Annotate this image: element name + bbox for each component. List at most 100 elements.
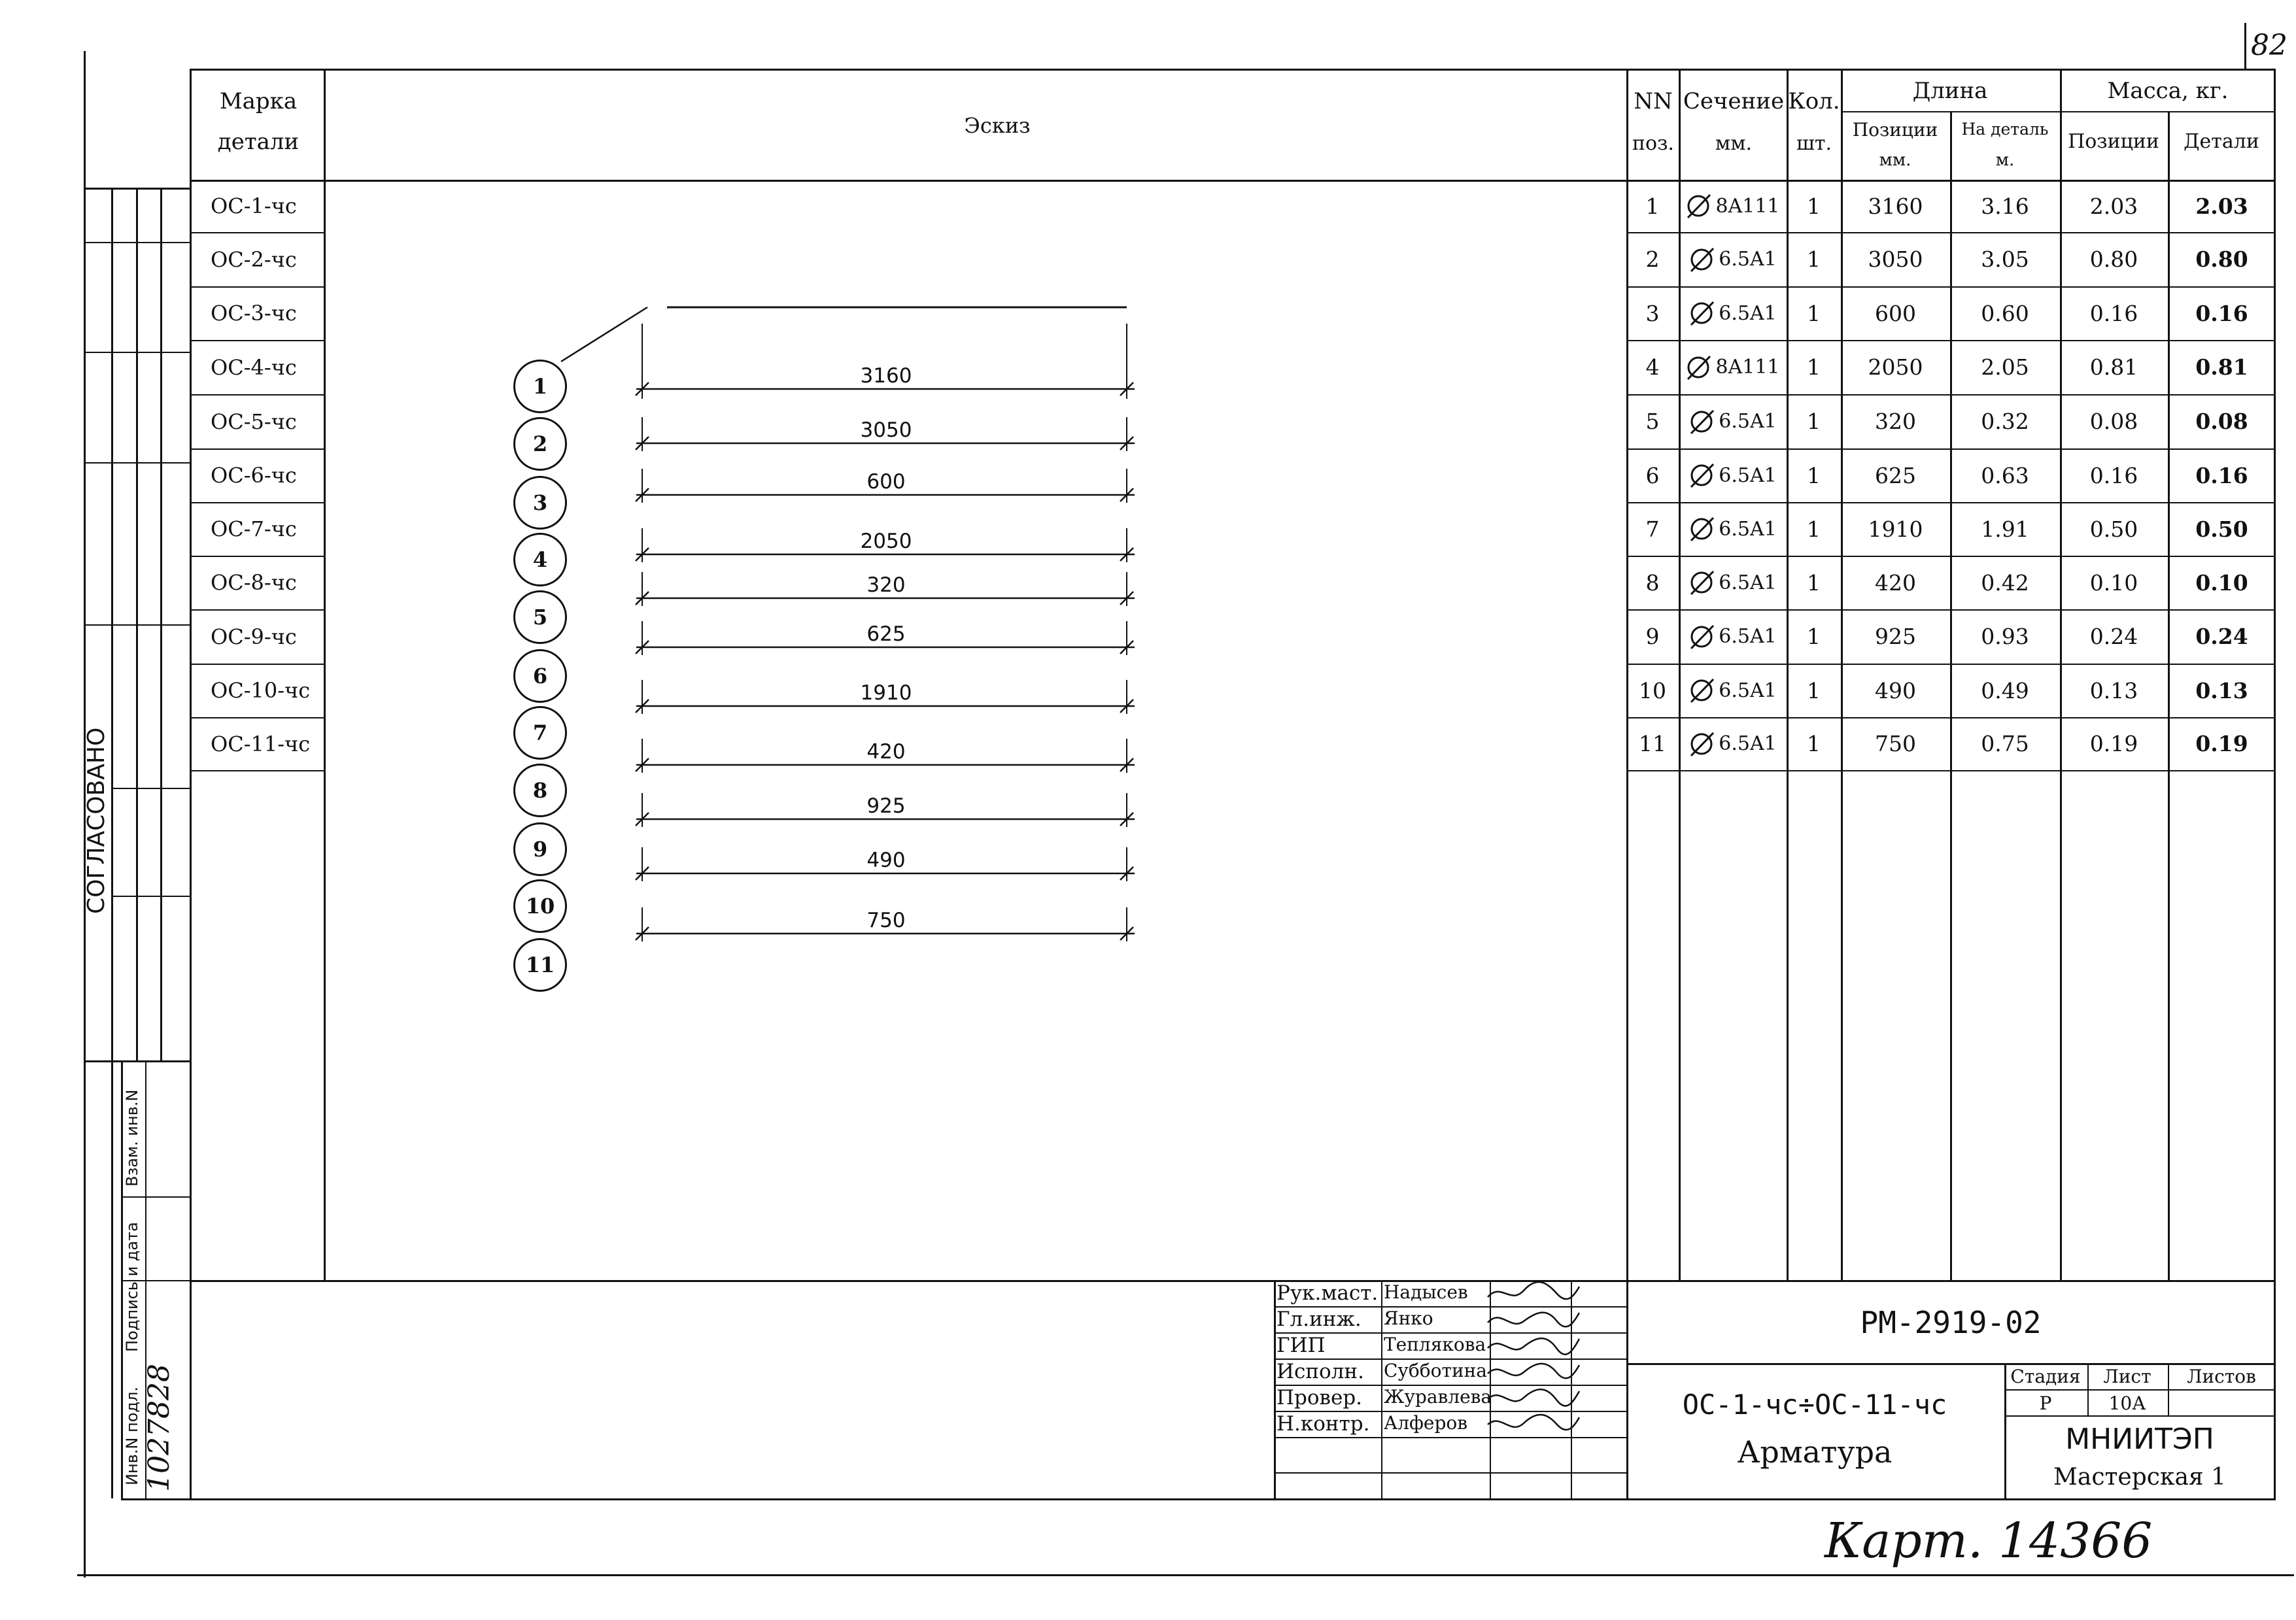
strip-col3 — [160, 188, 162, 1060]
table-cell-m-pos: 0.19 — [2089, 731, 2138, 756]
table-cell-len-m: 3.05 — [1981, 246, 2029, 272]
stamp-row-line — [1274, 1280, 1626, 1281]
table-cell-qty: 1 — [1807, 569, 1821, 596]
stamp-name: Алферов — [1384, 1412, 1468, 1434]
strip-col1 — [111, 188, 113, 1498]
table-cell-m-det: 0.16 — [2195, 300, 2248, 326]
doc-title-line1: ОС-1-чс÷ОС-11-чс — [1682, 1389, 1947, 1421]
position-bubble: 10 — [513, 879, 567, 933]
table-cell-m-pos: 0.50 — [2089, 516, 2138, 542]
table-cell-m-det: 0.24 — [2195, 624, 2248, 649]
stamp-v4 — [1571, 1280, 1572, 1499]
row-separator — [1626, 232, 2276, 233]
table-cell-m-det: 0.50 — [2195, 516, 2248, 542]
table-cell-nn: 8 — [1645, 569, 1660, 596]
dimension-label: 3160 — [860, 364, 912, 388]
position-bubble: 5 — [513, 590, 567, 644]
col-eskiz-right — [1626, 69, 1628, 1500]
hdr-na-detal: На деталь — [1961, 120, 2049, 139]
position-bubble: 11 — [513, 938, 567, 992]
dimension-tick — [635, 591, 649, 605]
row-separator — [190, 340, 324, 341]
stamp-role: Провер. — [1277, 1386, 1363, 1409]
hdr-massa-pozicii: Позиции — [2068, 130, 2159, 153]
table-cell-nn: 5 — [1645, 409, 1660, 434]
table-cell-m-pos: 0.13 — [2089, 677, 2138, 703]
table-cell-m-det: 0.08 — [2195, 409, 2248, 434]
stamp-role: Рук.маст. — [1277, 1281, 1379, 1305]
hdr-massa-detali: Детали — [2184, 130, 2259, 153]
dimension-tick — [635, 488, 649, 502]
stamp-row-line — [1274, 1306, 1626, 1308]
table-cell-nn: 4 — [1645, 354, 1660, 380]
strip-col4 — [190, 69, 192, 1500]
table-cell-mark: ОС-1-чс — [211, 194, 297, 218]
row-separator — [190, 609, 324, 611]
table-cell-sec: 6.5A1 — [1679, 448, 1787, 502]
stamp-title-sep — [1626, 1363, 2276, 1365]
hdr-sec-mm: мм. — [1715, 132, 1753, 155]
position-bubble: 3 — [513, 476, 567, 530]
row-separator — [190, 664, 324, 665]
table-cell-len-mm: 3160 — [1868, 193, 1923, 219]
table-cell-m-det: 0.80 — [2195, 246, 2248, 272]
dimension-tick — [1120, 866, 1134, 881]
hdr-poz: поз. — [1632, 132, 1674, 155]
table-cell-mark: ОС-5-чс — [211, 409, 297, 434]
dimension-tick — [1120, 699, 1134, 713]
table-cell-len-m: 2.05 — [1981, 354, 2029, 380]
col-marka-right — [324, 69, 326, 1281]
section-value: 8A111 — [1715, 194, 1780, 218]
hdr-len-pozicii: Позиции — [1852, 119, 1938, 141]
table-cell-len-mm: 750 — [1875, 731, 1916, 756]
table-cell-sec: 6.5A1 — [1679, 286, 1787, 340]
stamp-stage-h1 — [2004, 1389, 2276, 1391]
table-cell-sec: 6.5A1 — [1679, 556, 1787, 609]
position-bubble: 6 — [513, 649, 567, 703]
col-lenmm-right — [1950, 111, 1952, 1281]
table-cell-len-m: 0.63 — [1981, 462, 2029, 488]
table-cell-nn: 7 — [1645, 516, 1660, 542]
col-sec-right — [1787, 69, 1789, 1281]
sketch-frame-top — [324, 180, 1626, 181]
table-cell-mark: ОС-3-чс — [211, 301, 297, 326]
table-cell-qty: 1 — [1807, 246, 1821, 272]
page-number-divider — [2244, 23, 2246, 69]
table-cell-m-pos: 0.10 — [2089, 569, 2138, 596]
stage-label: Стадия — [2010, 1366, 2081, 1387]
position-bubble: 4 — [513, 533, 567, 586]
hdr-kol: Кол. — [1788, 88, 1840, 114]
diameter-icon — [1688, 409, 1717, 435]
table-cell-sec: 6.5A1 — [1679, 394, 1787, 448]
table-cell-qty: 1 — [1807, 409, 1821, 434]
diameter-icon — [1688, 731, 1717, 757]
table-cell-len-mm: 2050 — [1868, 354, 1923, 380]
section-value: 6.5A1 — [1719, 732, 1777, 755]
table-cell-sec: 6.5A1 — [1679, 717, 1787, 770]
col-mpos-right — [2168, 111, 2170, 1281]
table-cell-qty: 1 — [1807, 677, 1821, 703]
section-value: 6.5A1 — [1719, 679, 1777, 702]
section-value: 6.5A1 — [1719, 517, 1777, 541]
table-cell-sec: 8A111 — [1679, 180, 1787, 232]
frame-bottom — [77, 1574, 2294, 1576]
stamp-name: Субботина — [1384, 1360, 1487, 1381]
drawing-bottom — [190, 1280, 2276, 1282]
dimension-tick — [635, 699, 649, 713]
dimension-label: 2050 — [860, 530, 912, 553]
stamp-stage-v1 — [2087, 1363, 2089, 1415]
signature-icon — [1487, 1281, 1581, 1300]
section-value: 6.5A1 — [1719, 248, 1777, 271]
table-cell-len-mm: 925 — [1875, 624, 1916, 649]
diameter-icon — [1688, 300, 1717, 326]
position-bubble: 1 — [513, 360, 567, 413]
stamp-name: Янко — [1384, 1308, 1433, 1329]
row-separator — [1626, 286, 2276, 288]
row-separator — [190, 448, 324, 450]
table-cell-m-det: 0.16 — [2195, 462, 2248, 488]
position-bubble: 8 — [513, 764, 567, 817]
table-cell-m-det: 0.13 — [2195, 677, 2248, 703]
hdr-marka2: детали — [217, 129, 300, 155]
sheet-label: Лист — [2103, 1366, 2151, 1387]
table-cell-len-mm: 625 — [1875, 462, 1916, 488]
